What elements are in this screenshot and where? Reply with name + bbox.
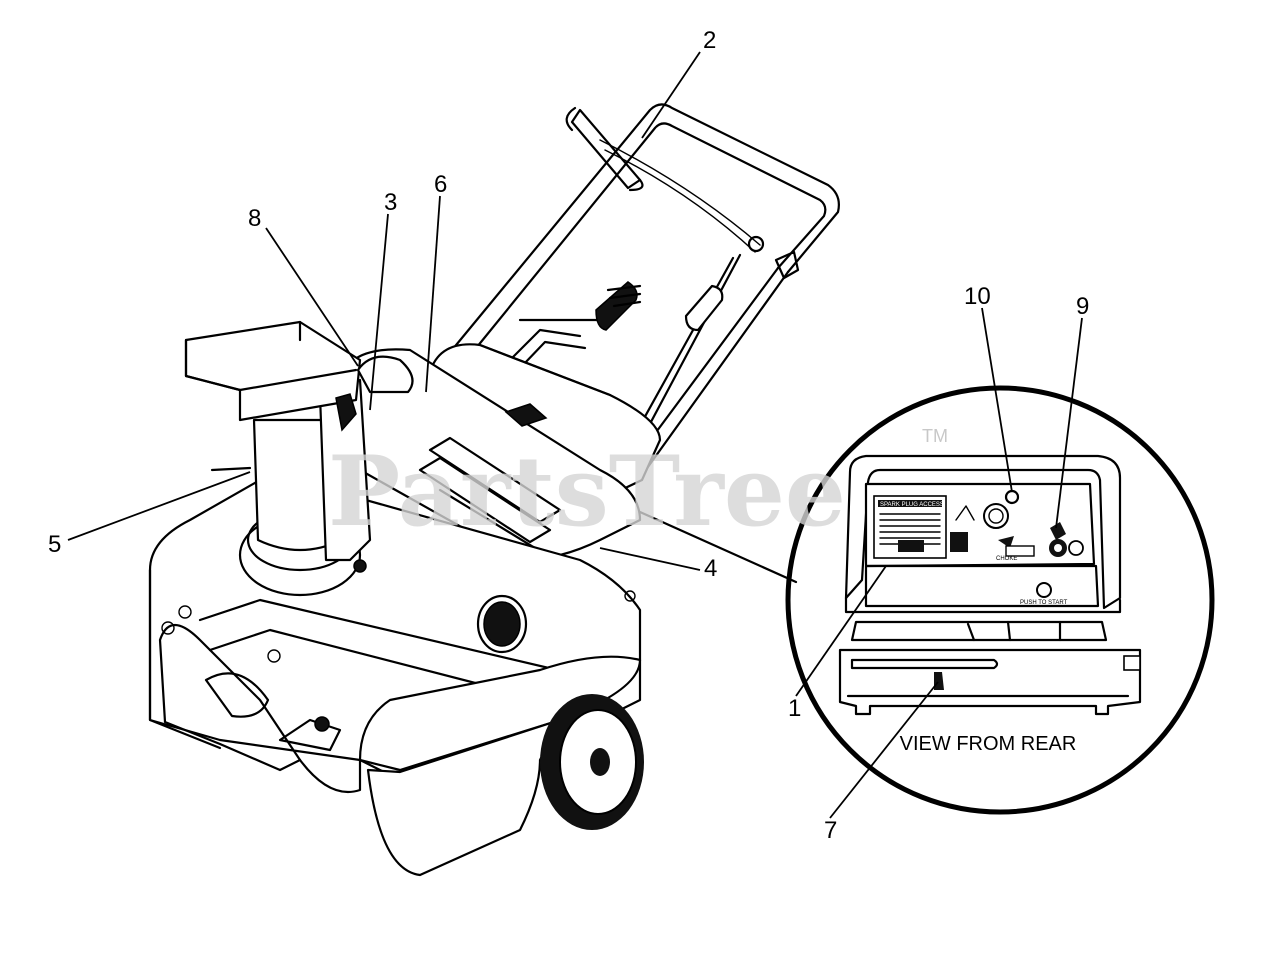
callout-5: 5 — [48, 531, 61, 558]
callout-1: 1 — [788, 695, 801, 722]
spark-plug-label: SPARK PLUG ACCESS — [880, 502, 944, 508]
choke-label: CHOKE — [996, 556, 1017, 562]
watermark-trademark: TM — [922, 426, 948, 446]
watermark-text: PartsTree — [328, 435, 846, 548]
leader-lines — [67, 51, 1083, 819]
callout-9: 9 — [1076, 293, 1089, 320]
snowthrower-illustration — [148, 103, 840, 877]
callout-4: 4 — [704, 555, 717, 582]
handle-assembly — [438, 103, 840, 480]
key-icon — [1049, 522, 1084, 557]
push-to-start-button: PUSH TO START — [1020, 582, 1068, 606]
callout-3: 3 — [384, 189, 397, 216]
callout-2: 2 — [703, 27, 716, 54]
wheel — [540, 694, 644, 830]
callout-6: 6 — [434, 171, 447, 198]
spark-plug-access-panel: SPARK PLUG ACCESS — [873, 495, 947, 559]
callout-7: 7 — [824, 817, 837, 844]
callout-8: 8 — [248, 205, 261, 232]
choke-icon: CHOKE — [950, 532, 1035, 562]
rear-view-inset: SPARK PLUG ACCESS CHOKE PUSH T — [638, 385, 1215, 815]
parts-tree-watermark: PartsTree TM — [328, 426, 948, 548]
primer-bulb-icon — [955, 489, 1020, 529]
callout-10: 10 — [964, 283, 991, 310]
callout-numbers: 1 2 3 4 5 6 7 8 9 10 — [48, 27, 1089, 844]
drive-mechanism — [278, 716, 362, 794]
inset-caption: VIEW FROM REAR — [900, 733, 1077, 755]
push-to-start-label: PUSH TO START — [1020, 600, 1068, 606]
